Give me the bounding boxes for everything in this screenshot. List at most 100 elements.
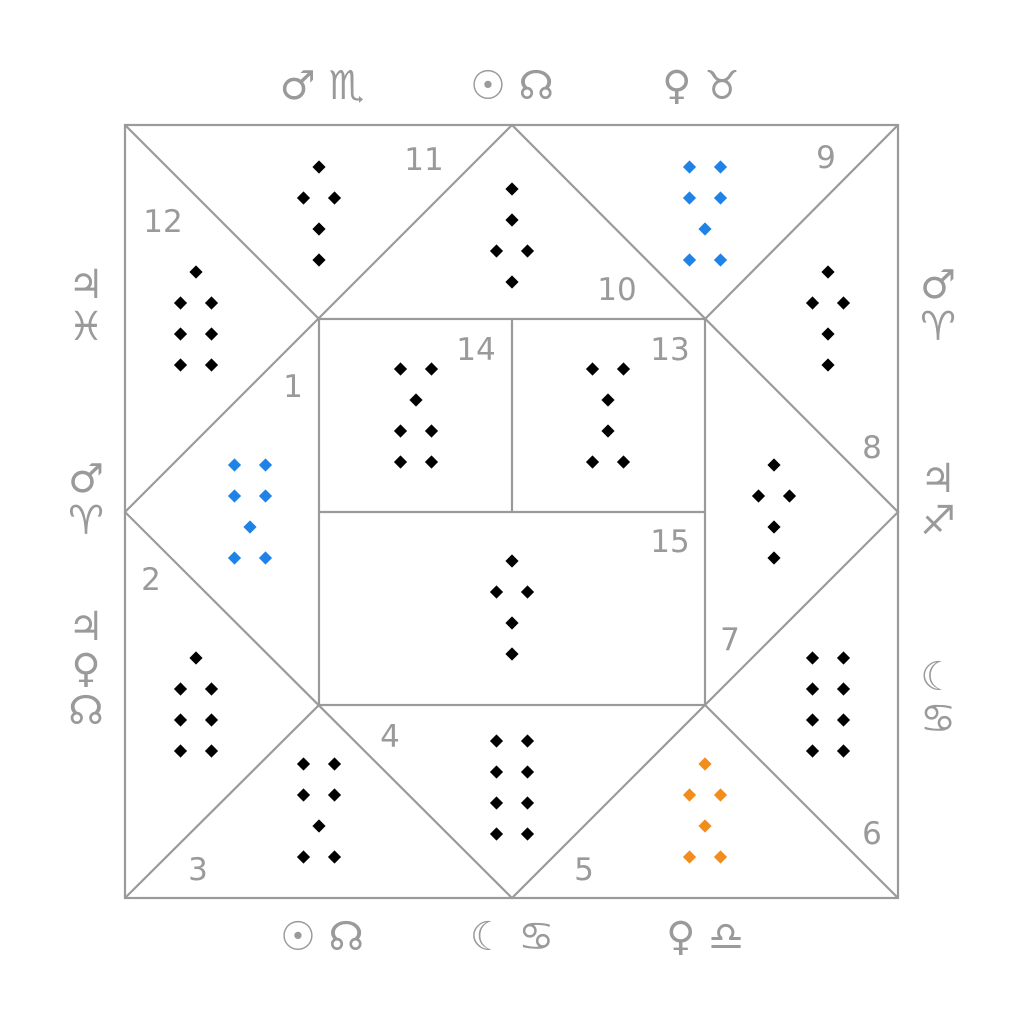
figure-dot: [204, 713, 219, 727]
figure-dot: [204, 327, 219, 341]
figure-dot: [173, 296, 188, 310]
symbol-left-1: ♃♓: [68, 262, 104, 350]
figure-dot: [713, 191, 728, 205]
figure-dot: [489, 244, 504, 258]
figure-dot: [805, 682, 820, 696]
figure-dot: [520, 796, 535, 810]
figure-dot: [682, 850, 697, 864]
figure-dot: [767, 551, 781, 565]
figure-house-6: [805, 651, 851, 758]
house-number-12: 12: [143, 204, 182, 240]
symbol-right-3: ☾♋: [920, 654, 956, 742]
figure-dot: [489, 734, 504, 748]
figure-dot: [713, 788, 728, 802]
figure-dot: [393, 424, 408, 438]
figure-dot: [327, 788, 342, 802]
figure-dot: [805, 651, 820, 665]
figure-house-1: [227, 458, 273, 565]
diagonal-top-left: [124, 124, 320, 320]
house-number-2: 2: [141, 562, 161, 598]
figure-dot: [173, 744, 188, 758]
figure-dot: [173, 713, 188, 727]
chart-grid: [123, 123, 900, 900]
figure-dot: [505, 647, 519, 661]
figure-dot: [189, 651, 203, 665]
figure-dot: [520, 244, 535, 258]
figure-dot: [698, 222, 712, 236]
figure-dot: [312, 222, 326, 236]
figure-dot: [836, 713, 851, 727]
house-number-1: 1: [283, 369, 303, 405]
figure-dot: [204, 296, 219, 310]
figure-dot: [409, 393, 423, 407]
figure-dot: [682, 253, 697, 267]
figure-dot: [713, 253, 728, 267]
figure-dot: [805, 744, 820, 758]
house-number-7: 7: [720, 622, 740, 658]
figure-dot: [227, 458, 242, 472]
symbol-bottom-3: ♀ ♎: [666, 914, 744, 960]
figure-dot: [189, 265, 203, 279]
house-number-15: 15: [650, 524, 689, 560]
figure-dot: [767, 458, 781, 472]
house-number-13: 13: [650, 332, 689, 368]
figure-dot: [836, 682, 851, 696]
figure-dot: [312, 819, 326, 833]
symbol-left-3: ♃♀☊: [68, 604, 104, 734]
figure-dot: [616, 362, 631, 376]
figure-house-8: [805, 265, 851, 372]
figure-dot: [682, 788, 697, 802]
figure-dot: [312, 253, 326, 267]
figure-dot: [227, 489, 242, 503]
figure-dot: [782, 489, 797, 503]
figure-dot: [698, 819, 712, 833]
astrological-symbols: ♂ ♏ ☉ ☊ ♀ ♉ ☉ ☊ ☾ ♋ ♀ ♎ ♃♓ ♂♈ ♃♀☊ ♂♈ ♃♐ …: [68, 63, 956, 960]
figure-dot: [173, 682, 188, 696]
figure-dot: [682, 160, 697, 174]
inner-diamond: [123, 123, 900, 900]
symbol-right-1: ♂♈: [920, 262, 956, 350]
symbol-left-2: ♂♈: [68, 456, 104, 544]
figure-dot: [424, 455, 439, 469]
figure-dot: [489, 765, 504, 779]
figure-dot: [821, 358, 835, 372]
figure-dot: [296, 757, 311, 771]
figure-dot: [327, 757, 342, 771]
figure-house-5: [682, 757, 728, 864]
figure-dot: [505, 213, 519, 227]
figure-dot: [204, 682, 219, 696]
symbol-top-1: ♂ ♏: [280, 63, 364, 109]
figure-dot: [204, 358, 219, 372]
figure-house-12: [173, 265, 219, 372]
symbol-bottom-1: ☉ ☊: [280, 914, 364, 960]
figure-dot: [836, 651, 851, 665]
figure-house-3: [296, 757, 342, 864]
symbol-bottom-2: ☾ ♋: [470, 914, 554, 960]
figure-dot: [505, 616, 519, 630]
figure-dot: [836, 744, 851, 758]
figure-dot: [805, 296, 820, 310]
figure-dot: [836, 296, 851, 310]
figure-dot: [296, 191, 311, 205]
figure-dot: [520, 585, 535, 599]
house-number-14: 14: [456, 332, 495, 368]
house-number-9: 9: [816, 140, 836, 176]
house-numbers: 1 2 3 4 5 6 7 8 9 10 11 12 13 14 15: [141, 140, 882, 888]
figure-dot: [601, 424, 615, 438]
figure-dot: [698, 757, 712, 771]
figure-house-14: [393, 362, 439, 469]
figure-dot: [767, 520, 781, 534]
figure-dot: [505, 182, 519, 196]
figure-dot: [173, 327, 188, 341]
house-number-4: 4: [380, 719, 400, 755]
figure-dot: [393, 455, 408, 469]
figure-dot: [173, 358, 188, 372]
figure-dot: [520, 765, 535, 779]
diagonal-bottom-right: [704, 704, 899, 899]
figure-dot: [821, 265, 835, 279]
house-number-3: 3: [188, 852, 208, 888]
figure-dot: [204, 744, 219, 758]
geomantic-figures: [173, 160, 851, 864]
figure-dot: [805, 713, 820, 727]
